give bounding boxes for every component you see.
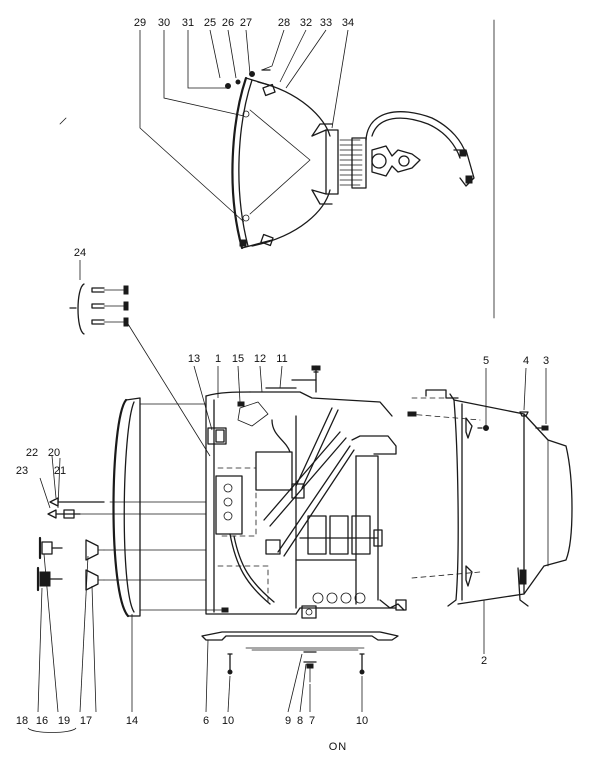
screw-group-24 — [69, 260, 211, 457]
part-label: 9 — [285, 715, 291, 727]
rear-cover — [407, 389, 573, 607]
screw — [91, 285, 129, 295]
part-label: 13 — [188, 353, 200, 365]
part-label: 5 — [483, 355, 489, 367]
reflector-assembly — [225, 69, 475, 250]
part-label: 22 — [26, 447, 38, 459]
part-label: 7 — [309, 715, 315, 727]
part-label: 31 — [182, 17, 194, 29]
part-label: 4 — [523, 355, 529, 367]
part-label: 27 — [240, 17, 252, 29]
front-knobs — [36, 401, 245, 613]
part-label: 21 — [54, 465, 66, 477]
part-label: 16 — [36, 715, 48, 727]
part-label: 28 — [278, 17, 290, 29]
mounting-bracket — [201, 631, 399, 683]
part-label: 17 — [80, 715, 92, 727]
part-label: 12 — [254, 353, 266, 365]
part-label: 10 — [356, 715, 368, 727]
part-label: 32 — [300, 17, 312, 29]
part-label: 29 — [134, 17, 146, 29]
label-group-bottom: 18 16 19 17 14 6 10 9 8 7 10 2 — [16, 655, 487, 727]
top-leader-lines — [139, 29, 349, 223]
part-label: 23 — [16, 465, 28, 477]
socket-spring — [339, 137, 367, 189]
part-label: 6 — [203, 715, 209, 727]
screw — [91, 301, 129, 311]
part-label: 2 — [481, 655, 487, 667]
part-label: 10 — [222, 715, 234, 727]
label-group-top: 29 30 31 25 26 27 28 32 33 34 — [134, 17, 354, 29]
part-label: 3 — [543, 355, 549, 367]
footer-code: ON — [329, 741, 348, 753]
part-label: 30 — [158, 17, 170, 29]
screw — [91, 317, 129, 327]
bottom-leader-lines — [27, 553, 485, 733]
part-label: 19 — [58, 715, 70, 727]
part-label: 33 — [320, 17, 332, 29]
label-group-mid: 24 13 1 15 12 11 5 4 3 22 20 21 23 — [16, 247, 549, 477]
part-label: 1 — [215, 353, 221, 365]
part-label: 11 — [276, 353, 287, 365]
part-label: 15 — [232, 353, 244, 365]
part-label: 14 — [126, 715, 138, 727]
part-label: 24 — [74, 247, 86, 259]
part-label: 25 — [204, 17, 216, 29]
part-label: 18 — [16, 715, 28, 727]
part-label: 34 — [342, 17, 354, 29]
tick-mark — [59, 117, 67, 125]
part-label: 20 — [48, 447, 60, 459]
part-label: 8 — [297, 715, 303, 727]
lamp-housing — [112, 365, 407, 619]
mid-leader-lines — [39, 365, 547, 509]
part-label: 26 — [222, 17, 234, 29]
